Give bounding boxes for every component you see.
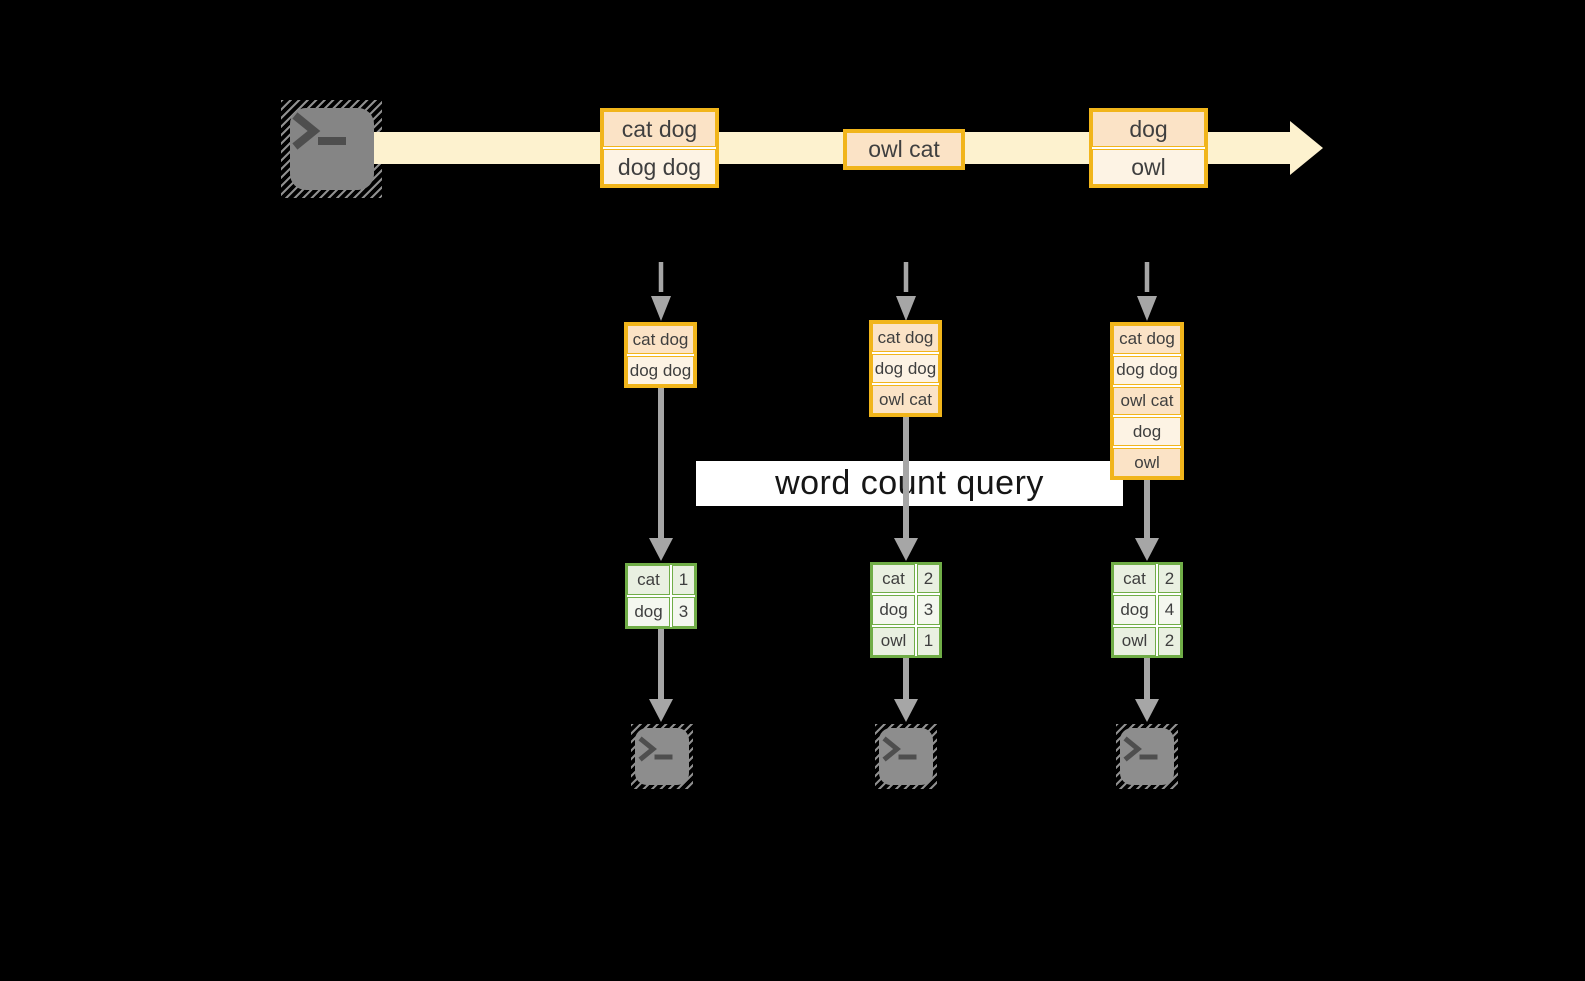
state-row: owl cat [1113,386,1181,416]
count-word: owl [872,626,915,656]
result-table-3: cat 2 dog 4 owl 2 [1111,562,1183,658]
stream-batch-2: owl cat [843,129,965,170]
state-row: owl cat [872,385,939,414]
count-value: 3 [917,595,940,625]
arrowhead-icon [649,538,673,561]
query-label: word count query [696,461,1123,506]
stream-batch-1: cat dog dog dog [600,108,719,188]
count-value: 2 [917,564,940,594]
terminal-prompt-icon [882,736,917,762]
state-stack-1: cat dog dog dog [624,322,697,388]
arrowhead-icon [651,296,671,321]
terminal-prompt-icon [638,736,673,762]
batch-row: cat dog [603,111,716,147]
sink-terminal-icon-3 [1116,724,1178,789]
arrowhead-icon [1135,699,1159,722]
arrowhead-icon [894,538,918,561]
arrowhead-icon [896,296,916,321]
state-stack-2: cat dog dog dog owl cat [869,320,942,417]
count-word: owl [1113,626,1156,656]
state-row: cat dog [627,325,694,354]
count-value: 1 [917,626,940,656]
result-table-2: cat 2 dog 3 owl 1 [870,562,942,658]
batch-row: owl cat [846,132,962,167]
sink-terminal-icon-2 [875,724,937,789]
count-value: 3 [672,597,695,627]
batch-row: dog [1092,111,1205,147]
count-value: 4 [1158,595,1181,625]
batch-row: dog dog [603,149,716,185]
state-row: dog [1113,417,1181,447]
result-table-1: cat 1 dog 3 [625,563,697,629]
state-stack-3: cat dog dog dog owl cat dog owl [1110,322,1184,480]
count-word: dog [1113,595,1156,625]
arrowhead-icon [894,699,918,722]
sink-terminal-icon-1 [631,724,693,789]
terminal-prompt-icon [292,112,346,150]
state-row: cat dog [872,323,939,352]
count-word: cat [1113,564,1156,594]
arrowhead-icon [1135,538,1159,561]
state-row: dog dog [627,356,694,385]
source-terminal-icon [281,100,382,198]
count-value: 2 [1158,564,1181,594]
stream-batch-3: dog owl [1089,108,1208,188]
state-row: cat dog [1113,325,1181,354]
count-value: 1 [672,565,695,595]
count-word: dog [872,595,915,625]
arrowhead-icon [1137,296,1157,321]
arrowhead-icon [649,699,673,722]
state-row: dog dog [1113,355,1181,385]
count-word: cat [627,565,670,595]
batch-row: owl [1092,149,1205,185]
terminal-prompt-icon [1123,736,1158,762]
stream-timeline-arrowhead-icon [1290,121,1323,175]
count-word: cat [872,564,915,594]
state-row: dog dog [872,354,939,383]
count-value: 2 [1158,626,1181,656]
count-word: dog [627,597,670,627]
state-row: owl [1113,448,1181,477]
